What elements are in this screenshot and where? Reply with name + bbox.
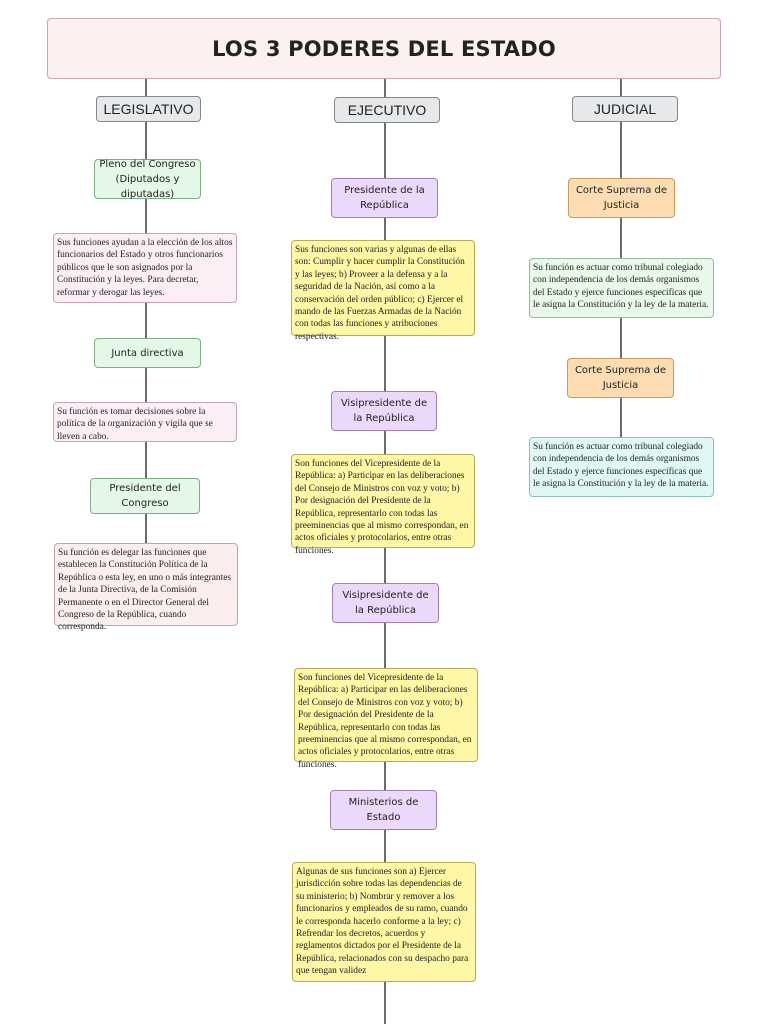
node-presidente-de-la-republica: Presidente de la República <box>331 178 438 218</box>
node-pleno-del-congreso: Pleno del Congreso (Diputados y diputada… <box>94 158 201 200</box>
header-legislativo: LEGISLATIVO <box>96 96 201 122</box>
header-legislativo-label: LEGISLATIVO <box>103 101 194 117</box>
desc-text: Su función es delegar las funciones que … <box>58 548 232 633</box>
node-label: Corte Suprema de Justicia <box>575 185 668 211</box>
desc-pleno-del-congreso: Sus funciones ayudan a la elección de lo… <box>53 233 237 303</box>
node-label: Corte Suprema de Justicia <box>574 365 667 391</box>
header-judicial-label: JUDICIAL <box>593 101 657 117</box>
desc-text: Sus funciones ayudan a la elección de lo… <box>57 238 233 298</box>
node-vicepresidente-1: Visipresidente de la República <box>331 391 437 431</box>
node-label: Presidente del Congreso <box>109 483 181 509</box>
node-label: Ministerios de Estado <box>348 797 419 823</box>
node-vicepresidente-2: Visipresidente de la República <box>332 583 439 623</box>
desc-ministerios-de-estado: Algunas de sus funciones son a) Ejercer … <box>292 862 476 982</box>
desc-text: Son funciones del Vicepresidente de la R… <box>295 459 469 556</box>
title-text: LOS 3 PODERES DEL ESTADO <box>212 36 556 61</box>
node-label: Visipresidente de la República <box>342 590 429 616</box>
desc-presidente-de-la-republica: Sus funciones son varias y algunas de el… <box>291 240 475 342</box>
header-ejecutivo-label: EJECUTIVO <box>347 102 427 118</box>
node-label: Presidente de la República <box>344 185 425 211</box>
desc-text: Sus funciones son varias y algunas de el… <box>295 245 465 342</box>
desc-text: Su función es actuar como tribunal coleg… <box>533 442 709 490</box>
connector-legislativo <box>145 79 147 544</box>
desc-junta-directiva: Su función es tomar decisiones sobre la … <box>53 402 237 442</box>
node-label: Pleno del Congreso (Diputados y diputada… <box>99 158 196 200</box>
desc-text: Algunas de sus funciones son a) Ejercer … <box>296 867 469 977</box>
desc-vicepresidente-2: Son funciones del Vicepresidente de la R… <box>294 668 478 770</box>
node-label: Junta directiva <box>111 347 184 359</box>
desc-text: Son funciones del Vicepresidente de la R… <box>298 673 472 770</box>
node-label: Visipresidente de la República <box>340 398 428 424</box>
header-ejecutivo: EJECUTIVO <box>334 97 440 123</box>
connector-ejecutivo <box>384 79 386 1024</box>
desc-text: Su función es actuar como tribunal coleg… <box>533 263 709 311</box>
desc-vicepresidente-1: Son funciones del Vicepresidente de la R… <box>291 454 475 556</box>
node-junta-directiva: Junta directiva <box>94 338 201 368</box>
header-judicial: JUDICIAL <box>572 96 678 122</box>
node-corte-suprema-1: Corte Suprema de Justicia <box>568 178 675 218</box>
desc-corte-suprema-1: Su función es actuar como tribunal coleg… <box>529 258 714 318</box>
desc-text: Su función es tomar decisiones sobre la … <box>57 407 213 442</box>
node-corte-suprema-2: Corte Suprema de Justicia <box>567 358 674 398</box>
desc-corte-suprema-2: Su función es actuar como tribunal coleg… <box>529 437 714 497</box>
diagram-title: LOS 3 PODERES DEL ESTADO <box>47 18 721 79</box>
node-presidente-del-congreso: Presidente del Congreso <box>90 478 200 514</box>
desc-presidente-del-congreso: Su función es delegar las funciones que … <box>54 543 238 632</box>
node-ministerios-de-estado: Ministerios de Estado <box>330 790 437 830</box>
